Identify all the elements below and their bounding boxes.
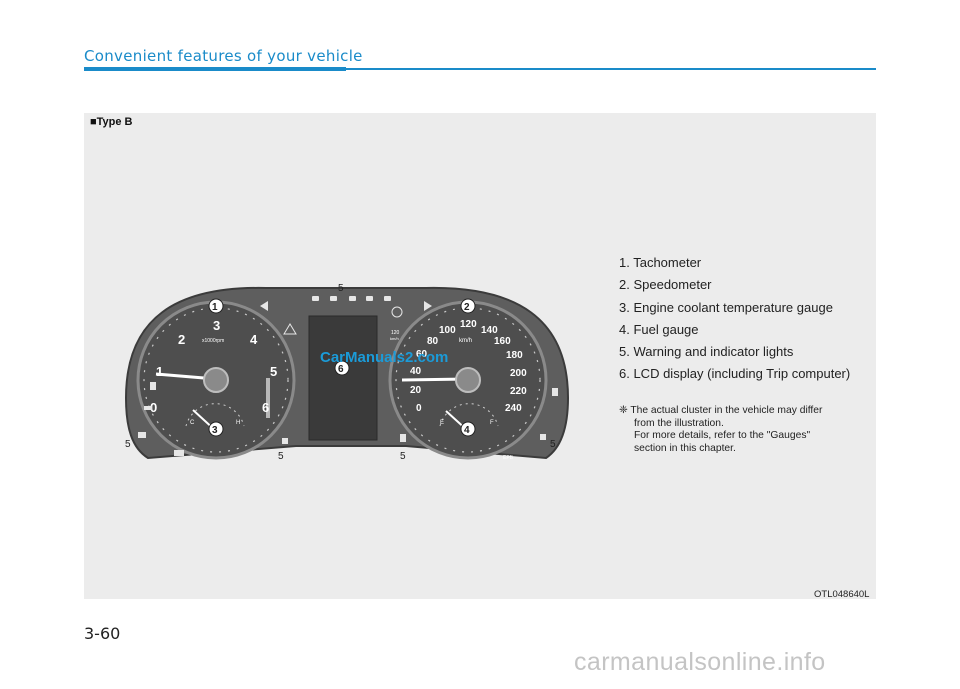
tach-tick-3: 3 [213, 318, 220, 333]
lcd-side-unit: km/h [390, 336, 399, 341]
legend-item: 5. Warning and indicator lights [619, 344, 794, 360]
svg-text:4: 4 [464, 425, 470, 436]
indicator-lights [138, 296, 558, 456]
callout-6: 6 [334, 360, 350, 376]
speed-tick-160: 160 [494, 336, 511, 347]
page-number: 3-60 [84, 624, 121, 643]
esc-off-icon [552, 388, 558, 396]
instrument-cluster-illustration: 0 1 2 3 4 5 6 x1000rpm C H 0 20 40 60 80… [124, 283, 570, 462]
note-line-2: from the illustration. [634, 417, 724, 429]
legend-item: 1. Tachometer [619, 255, 702, 270]
speed-tick-220: 220 [510, 386, 527, 397]
title-underline [84, 67, 346, 71]
speed-tick-140: 140 [481, 325, 498, 336]
type-label: ■Type B [90, 116, 133, 128]
callout-5-mid-right: 5 [400, 451, 406, 462]
speed-tick-0: 0 [416, 403, 422, 414]
speedometer-gauge: 0 20 40 60 80 100 120 140 160 180 200 22… [388, 300, 548, 461]
hazard-warning-icon [283, 323, 297, 335]
speed-tick-100: 100 [439, 325, 456, 336]
note-mark: ❈ [619, 405, 628, 416]
note-line-1: The actual cluster in the vehicle may di… [630, 405, 823, 416]
tach-tick-0: 0 [150, 400, 157, 415]
temp-cold-label: C [190, 420, 195, 426]
fog-light-icon [366, 296, 373, 301]
svg-text:2: 2 [464, 302, 470, 313]
tire-pressure-icon [540, 434, 546, 440]
speed-tick-80: 80 [427, 336, 439, 347]
section-title: Convenient features of your vehicle [84, 47, 363, 65]
callout-3: 3 [208, 421, 224, 437]
headlight-icon [312, 296, 319, 301]
note-line-4: section in this chapter. [634, 442, 736, 454]
speed-unit-label: km/h [459, 338, 472, 344]
callout-4: 4 [460, 421, 476, 437]
legend-item: 6. LCD display (including Trip computer) [619, 366, 851, 382]
speed-tick-200: 200 [510, 368, 527, 379]
low-beam-icon [330, 296, 337, 301]
legend-item: 4. Fuel gauge [619, 321, 699, 337]
right-turn-signal-icon [424, 301, 432, 311]
note-line-3: For more details, refer to the "Gauges" [634, 430, 811, 442]
speed-tick-40: 40 [410, 366, 422, 377]
epb-indicator: EPB [503, 455, 514, 461]
lcd-display [308, 315, 378, 441]
lcd-side-value: 120 [391, 330, 400, 336]
abs-icon [138, 432, 146, 438]
overlay-watermark: CarManuals2.com [320, 349, 448, 366]
svg-text:6: 6 [338, 364, 344, 375]
speed-tick-20: 20 [410, 385, 422, 396]
illustration-note: ❈ The actual cluster in the vehicle may … [619, 405, 869, 455]
fuel-full-label: F [490, 420, 494, 426]
legend-item: 3. Engine coolant temperature gauge [619, 299, 833, 315]
legend-item: 2. Speedometer [619, 277, 712, 293]
temp-hot-label: H [236, 420, 240, 426]
callout-2: 2 [460, 298, 476, 314]
title-rule [346, 68, 876, 70]
seatbelt-icon [150, 382, 156, 390]
site-watermark: carmanualsonline.info [574, 648, 826, 676]
callout-5-top: 5 [338, 283, 344, 294]
callout-5-left: 5 [125, 439, 131, 450]
callout-5-right: 5 [550, 439, 556, 450]
fuel-pump-icon [400, 434, 406, 442]
speed-tick-180: 180 [506, 350, 523, 361]
image-code: OTL048640L [814, 589, 870, 600]
battery-icon [174, 450, 184, 456]
fuel-empty-label: E [440, 420, 444, 426]
speed-tick-240: 240 [505, 403, 522, 414]
tpms-icon [391, 306, 403, 318]
low-fuel-icon [282, 438, 288, 444]
speed-tick-60: 60 [416, 349, 428, 360]
rear-fog-icon [384, 296, 391, 301]
left-turn-signal-icon [260, 301, 268, 311]
tachometer-gauge: 0 1 2 3 4 5 6 x1000rpm C H [136, 300, 296, 460]
legend-list: 1. Tachometer 2. Speedometer 3. Engine c… [619, 252, 850, 386]
tach-tick-1: 1 [156, 364, 163, 379]
high-beam-icon [349, 296, 356, 301]
callout-5-mid-left: 5 [278, 451, 284, 462]
tach-tick-4: 4 [250, 332, 258, 347]
svg-text:3: 3 [212, 425, 218, 436]
tach-tick-6: 6 [262, 400, 269, 415]
tach-tick-5: 5 [270, 364, 277, 379]
speed-tick-120: 120 [460, 319, 477, 330]
svg-text:1: 1 [212, 302, 218, 313]
tach-unit-label: x1000rpm [202, 338, 224, 344]
tach-tick-2: 2 [178, 332, 185, 347]
cruise-icon [144, 406, 152, 410]
callout-1: 1 [208, 298, 224, 314]
